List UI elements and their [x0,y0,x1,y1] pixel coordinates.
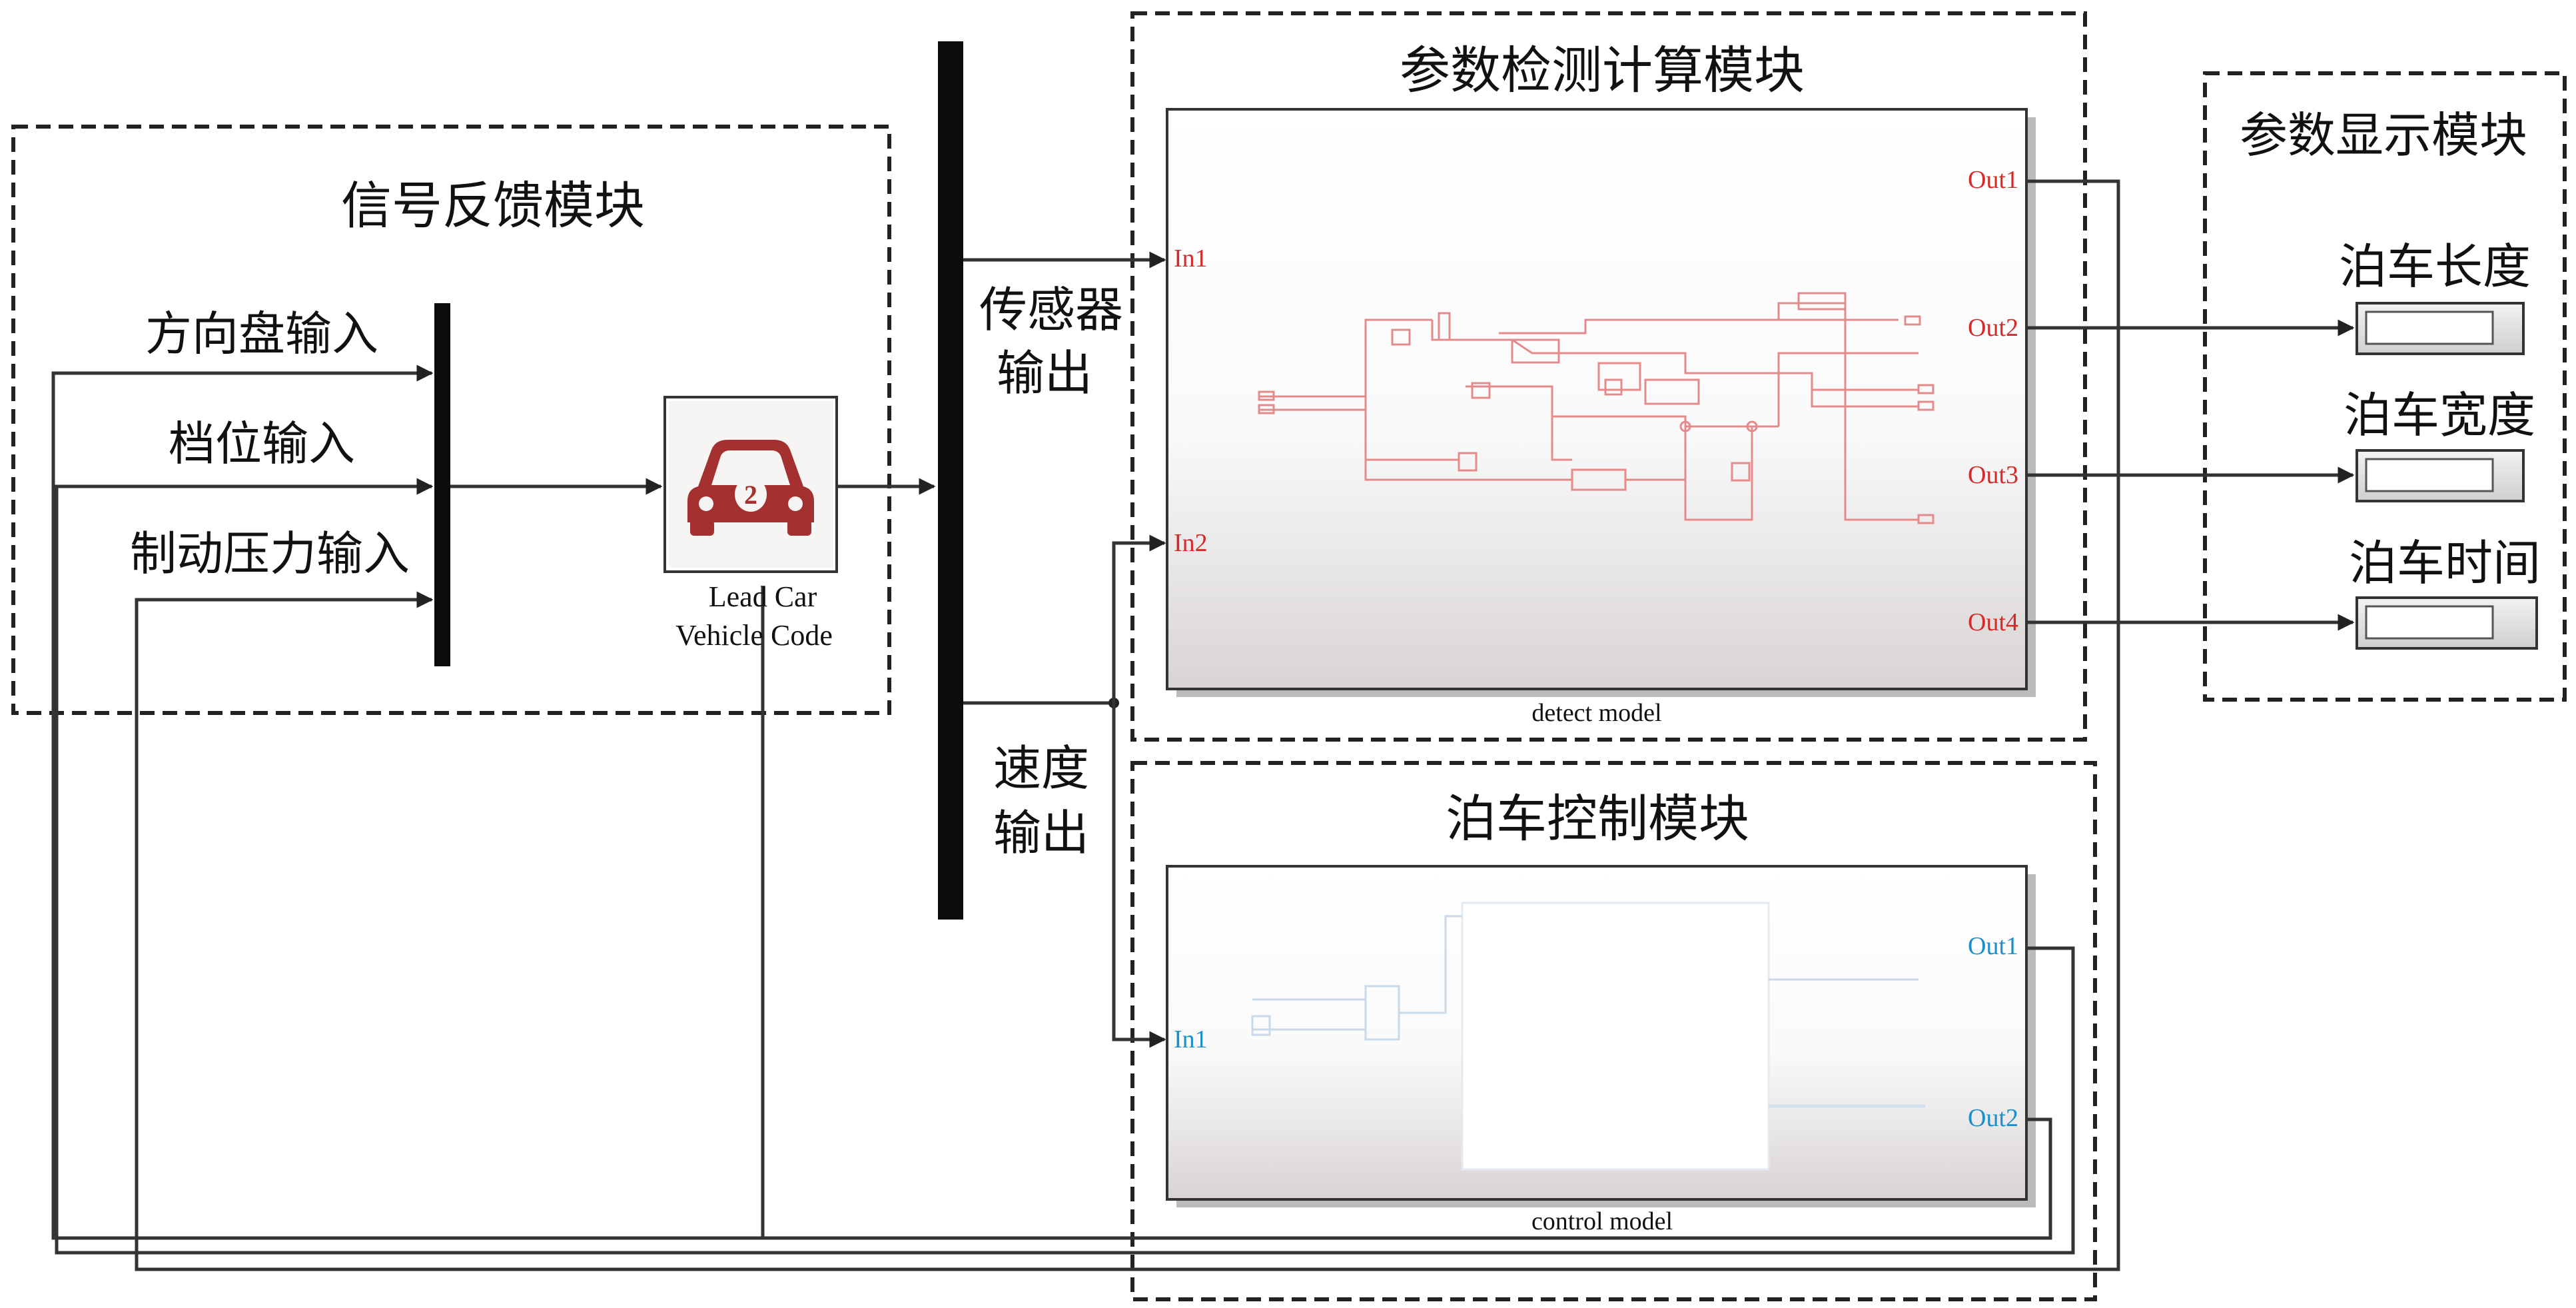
speed-output-label-line2: 输出 [993,805,1089,861]
sensor-output-label-line1: 传感器 [979,282,1123,338]
vehicle-code-block[interactable]: 2 [663,396,838,573]
detect-port-in2: In2 [1174,529,1208,557]
control-model-block[interactable] [1166,865,2036,1207]
sensor-output-label-line2: 输出 [997,345,1092,401]
detect-port-out4: Out4 [1968,608,2018,636]
car-icon: 2 [687,440,814,536]
display-time-block[interactable] [2356,596,2538,650]
gear-feedback-wire[interactable] [55,478,763,1255]
vehicle-label-line1: Lead Car [709,580,817,613]
control-out2-feedback-wire[interactable] [763,1117,2052,1240]
display-width-block[interactable] [2356,449,2525,502]
detect-model-block[interactable] [1166,108,2036,697]
control-module-title: 泊车控制模块 [1446,789,1749,848]
feedback-module-frame [11,125,891,715]
gear-input-label: 档位输入 [169,416,355,471]
brake-input-label: 制动压力输入 [130,526,410,581]
control-model-name: control model [1531,1207,1673,1235]
display-module-frame [2203,71,2567,702]
display-module-title: 参数显示模块 [2240,107,2527,163]
display-length-label: 泊车长度 [2339,239,2531,295]
control-port-in1: In1 [1174,1025,1208,1053]
display-width-label: 泊车宽度 [2344,387,2535,443]
steering-input-label: 方向盘输入 [145,307,378,361]
vehicle-badge-number: 2 [744,480,757,510]
detect-model-name: detect model [1531,699,1661,727]
detect-port-out3: Out3 [1968,461,2018,489]
detect-inner-subsystem [1258,292,1934,524]
control-out1-feedback-wire[interactable] [763,946,2075,1255]
control-port-out1: Out1 [1968,932,2018,960]
detect-module-frame [1130,11,2087,742]
detect-port-out1: Out1 [1968,166,2018,194]
display-length-block[interactable] [2356,302,2525,355]
detect-out1-feedback-wire[interactable] [763,179,2120,1271]
speed-to-detect-in2-wire[interactable] [1112,534,1166,703]
speed-to-control-in1-wire[interactable] [1112,703,1166,1048]
control-port-out2: Out2 [1968,1104,2018,1132]
steering-feedback-wire[interactable] [51,364,765,1240]
speed-output-label-line1: 速度 [993,740,1089,796]
control-inner-subsystem [1251,902,1925,1171]
detect-port-in1: In1 [1174,245,1208,273]
control-module-frame [1130,761,2097,1301]
feedback-module-title: 信号反馈模块 [341,176,645,235]
input-mux-bar[interactable] [434,303,450,666]
detect-port-out2: Out2 [1968,314,2018,342]
vehicle-label-line2: Vehicle Code [675,619,833,652]
detect-module-title: 参数检测计算模块 [1400,41,1805,100]
display-time-label: 泊车时间 [2349,535,2541,591]
sensor-bus-bar[interactable] [938,41,963,920]
brake-feedback-wire[interactable] [135,591,763,1271]
